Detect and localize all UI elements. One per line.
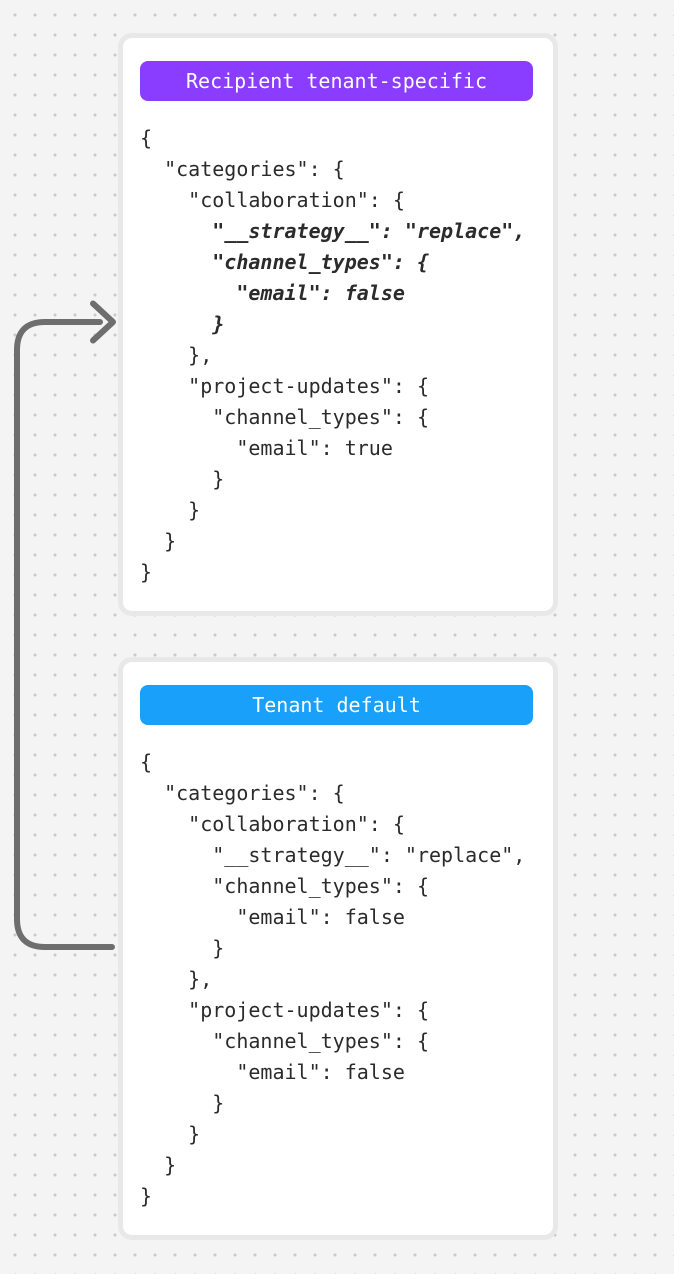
arrow-line xyxy=(14,319,115,950)
tenant-default-json: { "categories": { "collaboration": { "__… xyxy=(140,747,553,1212)
recipient-tenant-specific-card: Recipient tenant-specific { "categories"… xyxy=(118,33,558,616)
code-line: "email": true xyxy=(140,436,393,460)
code-line: "project-updates": { xyxy=(140,998,429,1022)
code-line: }, xyxy=(140,967,213,991)
code-line: } xyxy=(140,560,153,584)
code-line: { xyxy=(140,750,153,774)
code-line: } xyxy=(140,1153,177,1177)
code-line: "__strategy__": "replace", xyxy=(140,843,526,867)
arrow-head-icon xyxy=(90,300,116,344)
code-line: "email": false xyxy=(140,905,405,929)
code-line: "categories": { xyxy=(140,781,345,805)
code-line: "collaboration": { xyxy=(140,188,405,212)
code-line: } xyxy=(140,529,177,553)
code-line: "channel_types": { xyxy=(140,1029,429,1053)
code-line: "categories": { xyxy=(140,157,345,181)
code-line: "collaboration": { xyxy=(140,812,405,836)
code-line: "project-updates": { xyxy=(140,374,429,398)
code-line: } xyxy=(140,1091,225,1115)
code-line: }, xyxy=(140,343,213,367)
code-line: "channel_types": { xyxy=(140,405,429,429)
code-line: } xyxy=(140,467,225,491)
code-line: } xyxy=(140,312,225,336)
recipient-tenant-specific-badge: Recipient tenant-specific xyxy=(140,61,533,101)
code-line: } xyxy=(140,936,225,960)
recipient-tenant-specific-json: { "categories": { "collaboration": { "__… xyxy=(140,123,553,588)
tenant-default-badge: Tenant default xyxy=(140,685,533,725)
code-line: } xyxy=(140,498,201,522)
code-line: "email": false xyxy=(140,281,405,305)
code-line: "channel_types": { xyxy=(140,874,429,898)
code-line: } xyxy=(140,1184,153,1208)
code-line: "channel_types": { xyxy=(140,250,429,274)
code-line: } xyxy=(140,1122,201,1146)
code-line: { xyxy=(140,126,153,150)
code-line: "email": false xyxy=(140,1060,405,1084)
tenant-default-card: Tenant default { "categories": { "collab… xyxy=(118,657,558,1240)
code-line: "__strategy__": "replace", xyxy=(140,219,526,243)
